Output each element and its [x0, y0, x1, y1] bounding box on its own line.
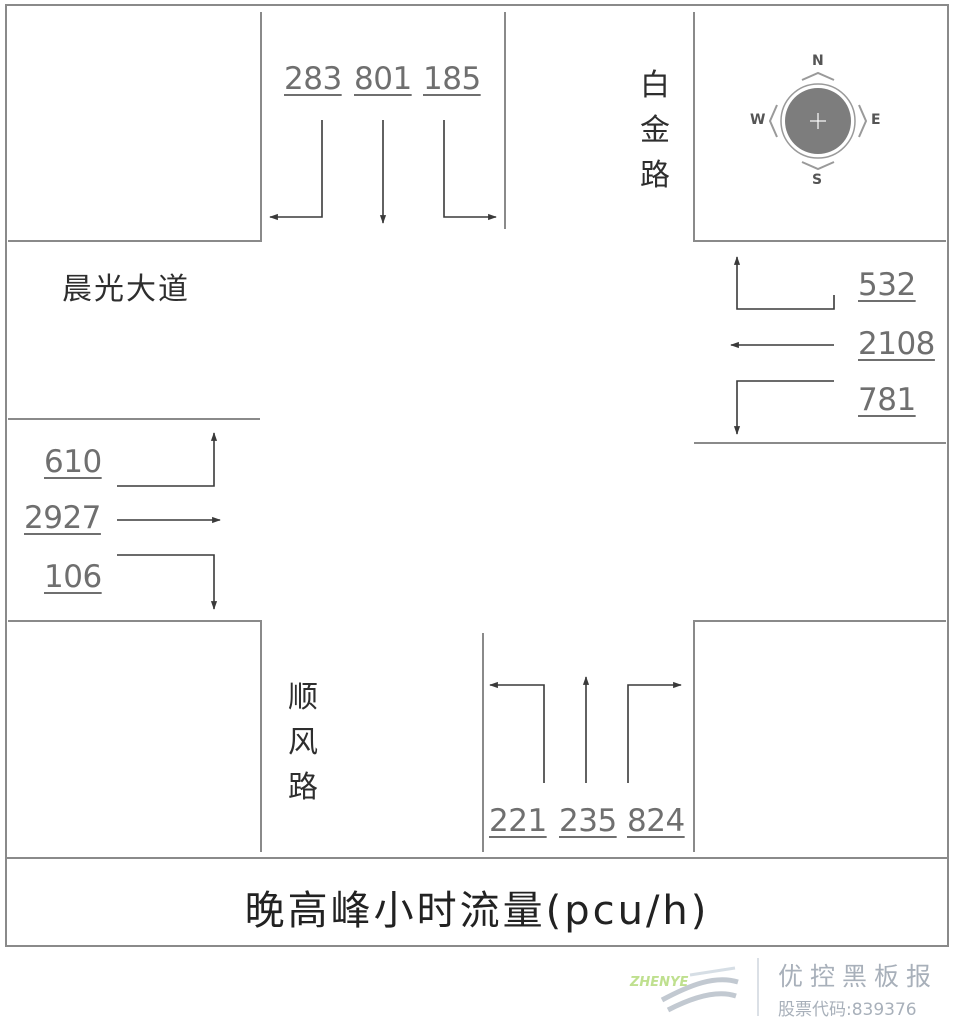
volume-east-right: 532 [858, 267, 916, 303]
outer-frame [5, 4, 949, 947]
arrow-north-left [443, 120, 497, 221]
arrow-east-left [733, 380, 834, 435]
volume-north-right: 283 [284, 61, 342, 97]
compass-e-label: E [871, 112, 881, 128]
arrow-west-right [117, 554, 218, 610]
curb-nw [8, 12, 262, 242]
diagram-caption: 晚高峰小时流量(pcu/h) [244, 888, 710, 934]
volume-west-right: 106 [44, 559, 102, 595]
compass-w-label: W [750, 112, 766, 128]
arrow-east-right [733, 256, 835, 310]
watermark-name: 优控黑板报 [778, 962, 939, 991]
road-name-north: 白金路 [640, 68, 670, 193]
curb-ne [693, 12, 946, 242]
volume-east-through: 2108 [858, 326, 935, 362]
arrow-south-left [489, 681, 545, 783]
volume-north-through: 801 [354, 61, 412, 97]
compass-s-label: S [812, 172, 823, 188]
road-name-east-west: 晨光大道 [62, 272, 190, 307]
arrow-north-right [269, 120, 323, 221]
volume-west-through: 2927 [24, 500, 101, 536]
arrow-west-left [117, 432, 218, 487]
watermark-logo-icon [660, 966, 739, 1013]
curb-sw [8, 620, 262, 852]
movement-arrows [117, 120, 835, 783]
road-name-south: 顺风路 [288, 680, 318, 805]
arrow-south-right [627, 681, 682, 783]
volume-south-left: 221 [489, 803, 547, 839]
volume-west-left: 610 [44, 444, 102, 480]
volume-south-through: 235 [559, 803, 617, 839]
watermark-code: 股票代码:839376 [778, 1000, 917, 1020]
volume-north-left: 185 [423, 61, 481, 97]
compass-n-label: N [812, 53, 824, 69]
volume-south-right: 824 [627, 803, 685, 839]
road-edges [8, 12, 946, 852]
volume-east-left: 781 [858, 382, 916, 418]
watermark-logo-text: ZHENYE [630, 975, 689, 990]
curb-se [693, 620, 946, 852]
compass-icon [768, 71, 868, 171]
